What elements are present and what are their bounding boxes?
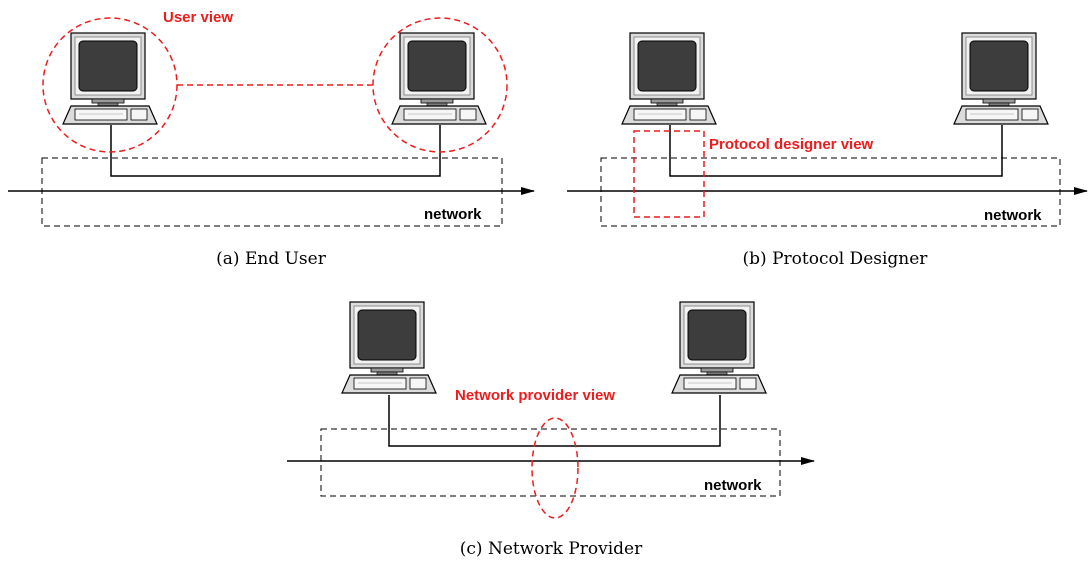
panel-caption: (a) End User <box>216 249 327 269</box>
computer-icon <box>953 32 1049 125</box>
network-label: network <box>424 206 482 223</box>
view-label: Network provider view <box>455 387 615 404</box>
computer-icon <box>341 301 437 394</box>
computer-icon <box>62 32 158 125</box>
panel-caption: (b) Protocol Designer <box>743 249 929 269</box>
network-label: network <box>984 207 1042 224</box>
panel-b: Protocol designer view network (b) Proto… <box>567 32 1088 269</box>
view-label: Protocol designer view <box>709 136 874 153</box>
network-box <box>320 428 781 497</box>
panel-caption: (c) Network Provider <box>460 539 643 559</box>
panel-a: User view network (a) End User <box>8 9 535 269</box>
view-ellipse <box>531 417 579 519</box>
connection-line <box>669 125 1003 177</box>
view-box <box>633 130 705 218</box>
network-box <box>41 157 503 227</box>
network-label: network <box>704 477 762 494</box>
panel-c: Network provider view network (c) Networ… <box>287 301 815 559</box>
computer-icon <box>621 32 717 125</box>
connection-line <box>110 125 441 177</box>
computer-icon <box>391 32 487 125</box>
connection-line <box>388 395 721 447</box>
computer-icon <box>671 301 767 394</box>
view-label: User view <box>163 9 233 26</box>
network-box <box>600 157 1061 227</box>
